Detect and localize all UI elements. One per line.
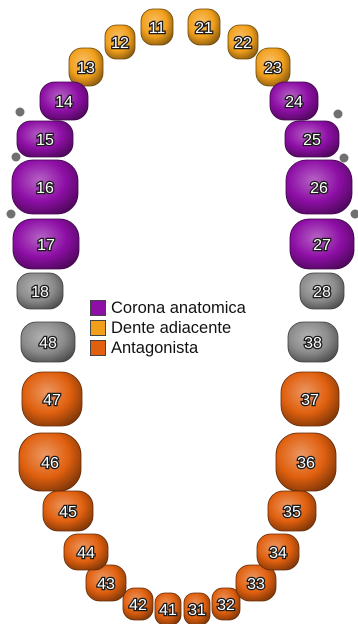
tooth-number-label: 21 bbox=[195, 20, 213, 37]
tooth-41[interactable]: 41 bbox=[155, 593, 181, 624]
tooth-15[interactable]: 15 bbox=[17, 121, 73, 157]
tooth-44[interactable]: 44 bbox=[64, 534, 108, 570]
legend-item-antagonist: Antagonista bbox=[90, 338, 246, 358]
tooth-31[interactable]: 31 bbox=[184, 593, 210, 624]
tooth-number-label: 33 bbox=[247, 576, 265, 593]
tooth-12[interactable]: 12 bbox=[105, 25, 135, 59]
contact-marker bbox=[12, 153, 21, 162]
tooth-33[interactable]: 33 bbox=[236, 565, 276, 601]
tooth-number-label: 47 bbox=[43, 392, 61, 409]
tooth-38[interactable]: 38 bbox=[288, 322, 338, 362]
tooth-35[interactable]: 35 bbox=[268, 491, 316, 531]
tooth-number-label: 45 bbox=[59, 504, 77, 521]
legend-label-adjacent-tooth: Dente adiacente bbox=[111, 319, 231, 338]
tooth-number-label: 37 bbox=[301, 392, 319, 409]
tooth-21[interactable]: 21 bbox=[188, 9, 220, 45]
tooth-number-label: 46 bbox=[41, 455, 59, 472]
tooth-number-label: 28 bbox=[313, 284, 331, 301]
tooth-46[interactable]: 46 bbox=[19, 433, 81, 491]
tooth-number-label: 42 bbox=[129, 597, 147, 614]
tooth-number-label: 12 bbox=[111, 35, 129, 52]
tooth-18[interactable]: 18 bbox=[17, 273, 63, 309]
legend-label-anatomical-crown: Corona anatomica bbox=[111, 299, 246, 318]
legend-item-anatomical-crown: Corona anatomica bbox=[90, 298, 246, 318]
tooth-number-label: 18 bbox=[31, 284, 49, 301]
tooth-number-label: 48 bbox=[39, 335, 57, 352]
tooth-37[interactable]: 37 bbox=[281, 372, 339, 426]
legend-swatch-antagonist bbox=[90, 340, 106, 356]
tooth-number-label: 17 bbox=[37, 237, 55, 254]
tooth-25[interactable]: 25 bbox=[285, 121, 339, 157]
tooth-17[interactable]: 17 bbox=[13, 219, 79, 269]
tooth-number-label: 16 bbox=[36, 180, 54, 197]
tooth-number-label: 25 bbox=[303, 132, 321, 149]
legend-swatch-adjacent-tooth bbox=[90, 320, 106, 336]
tooth-42[interactable]: 42 bbox=[123, 588, 153, 620]
tooth-number-label: 27 bbox=[313, 237, 331, 254]
tooth-number-label: 36 bbox=[297, 455, 315, 472]
tooth-32[interactable]: 32 bbox=[212, 588, 240, 620]
tooth-number-label: 11 bbox=[149, 20, 166, 37]
legend-label-antagonist: Antagonista bbox=[111, 339, 198, 358]
tooth-16[interactable]: 16 bbox=[12, 160, 78, 214]
tooth-number-label: 32 bbox=[217, 597, 235, 614]
tooth-number-label: 13 bbox=[77, 60, 95, 77]
contact-marker bbox=[351, 210, 358, 219]
tooth-number-label: 38 bbox=[304, 335, 322, 352]
legend-item-adjacent-tooth: Dente adiacente bbox=[90, 318, 246, 338]
tooth-number-label: 41 bbox=[159, 602, 177, 619]
tooth-48[interactable]: 48 bbox=[21, 322, 75, 362]
tooth-14[interactable]: 14 bbox=[40, 82, 88, 120]
tooth-number-label: 14 bbox=[55, 94, 73, 111]
tooth-number-label: 34 bbox=[269, 545, 287, 562]
tooth-number-label: 15 bbox=[36, 132, 54, 149]
contact-marker bbox=[334, 110, 343, 119]
legend: Corona anatomica Dente adiacente Antagon… bbox=[90, 298, 246, 358]
tooth-number-label: 43 bbox=[97, 576, 115, 593]
tooth-28[interactable]: 28 bbox=[300, 273, 344, 309]
tooth-36[interactable]: 36 bbox=[276, 433, 336, 491]
contact-marker bbox=[340, 154, 349, 163]
tooth-number-label: 22 bbox=[234, 35, 252, 52]
tooth-22[interactable]: 22 bbox=[228, 25, 258, 59]
tooth-number-label: 35 bbox=[283, 504, 301, 521]
tooth-27[interactable]: 27 bbox=[290, 219, 354, 269]
tooth-11[interactable]: 11 bbox=[141, 9, 173, 45]
tooth-number-label: 31 bbox=[188, 602, 206, 619]
tooth-26[interactable]: 26 bbox=[286, 160, 352, 214]
tooth-43[interactable]: 43 bbox=[86, 565, 126, 601]
tooth-number-label: 24 bbox=[285, 94, 303, 111]
tooth-number-label: 44 bbox=[77, 545, 95, 562]
tooth-number-label: 23 bbox=[264, 60, 282, 77]
contact-marker bbox=[7, 210, 16, 219]
tooth-13[interactable]: 13 bbox=[69, 48, 103, 86]
tooth-24[interactable]: 24 bbox=[270, 82, 318, 120]
tooth-number-label: 26 bbox=[310, 180, 328, 197]
legend-swatch-anatomical-crown bbox=[90, 300, 106, 316]
tooth-34[interactable]: 34 bbox=[257, 534, 299, 570]
tooth-47[interactable]: 47 bbox=[22, 372, 82, 426]
tooth-45[interactable]: 45 bbox=[43, 491, 93, 531]
tooth-23[interactable]: 23 bbox=[256, 48, 290, 86]
contact-marker bbox=[16, 108, 25, 117]
